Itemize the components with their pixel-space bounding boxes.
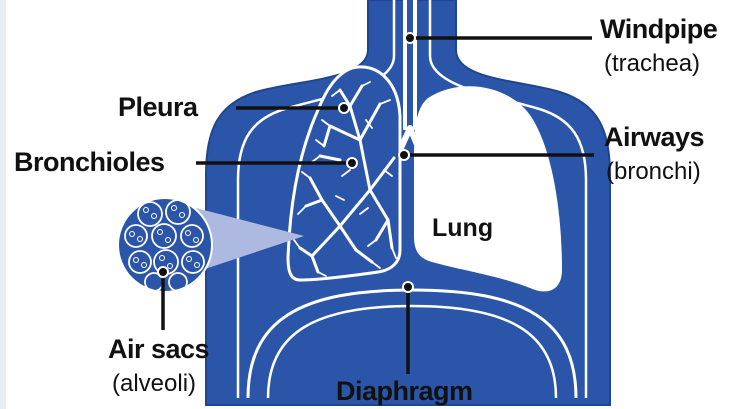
windpipe-dot <box>405 33 415 43</box>
diaphragm-label: Diaphragm <box>336 378 473 405</box>
air-sacs-label: Air sacs <box>108 336 209 363</box>
alveoli-magnified-circle <box>118 198 212 292</box>
trachea-lumen <box>407 0 413 130</box>
air-sacs-sublabel: (alveoli) <box>112 372 196 396</box>
windpipe-label: Windpipe <box>600 16 717 43</box>
airways-label: Airways <box>604 124 704 151</box>
left-edge-strip <box>0 0 6 409</box>
lung-label: Lung <box>432 216 493 241</box>
airways-sublabel: (bronchi) <box>606 160 701 184</box>
bronchioles-label: Bronchioles <box>14 149 165 176</box>
windpipe-sublabel: (trachea) <box>604 52 700 76</box>
diaphragm-dot <box>403 282 413 292</box>
pleura-dot <box>339 103 349 113</box>
pleura-label: Pleura <box>118 94 198 121</box>
airways-dot <box>399 150 409 160</box>
bronchioles-dot <box>347 158 357 168</box>
air-sacs-dot <box>158 267 168 277</box>
